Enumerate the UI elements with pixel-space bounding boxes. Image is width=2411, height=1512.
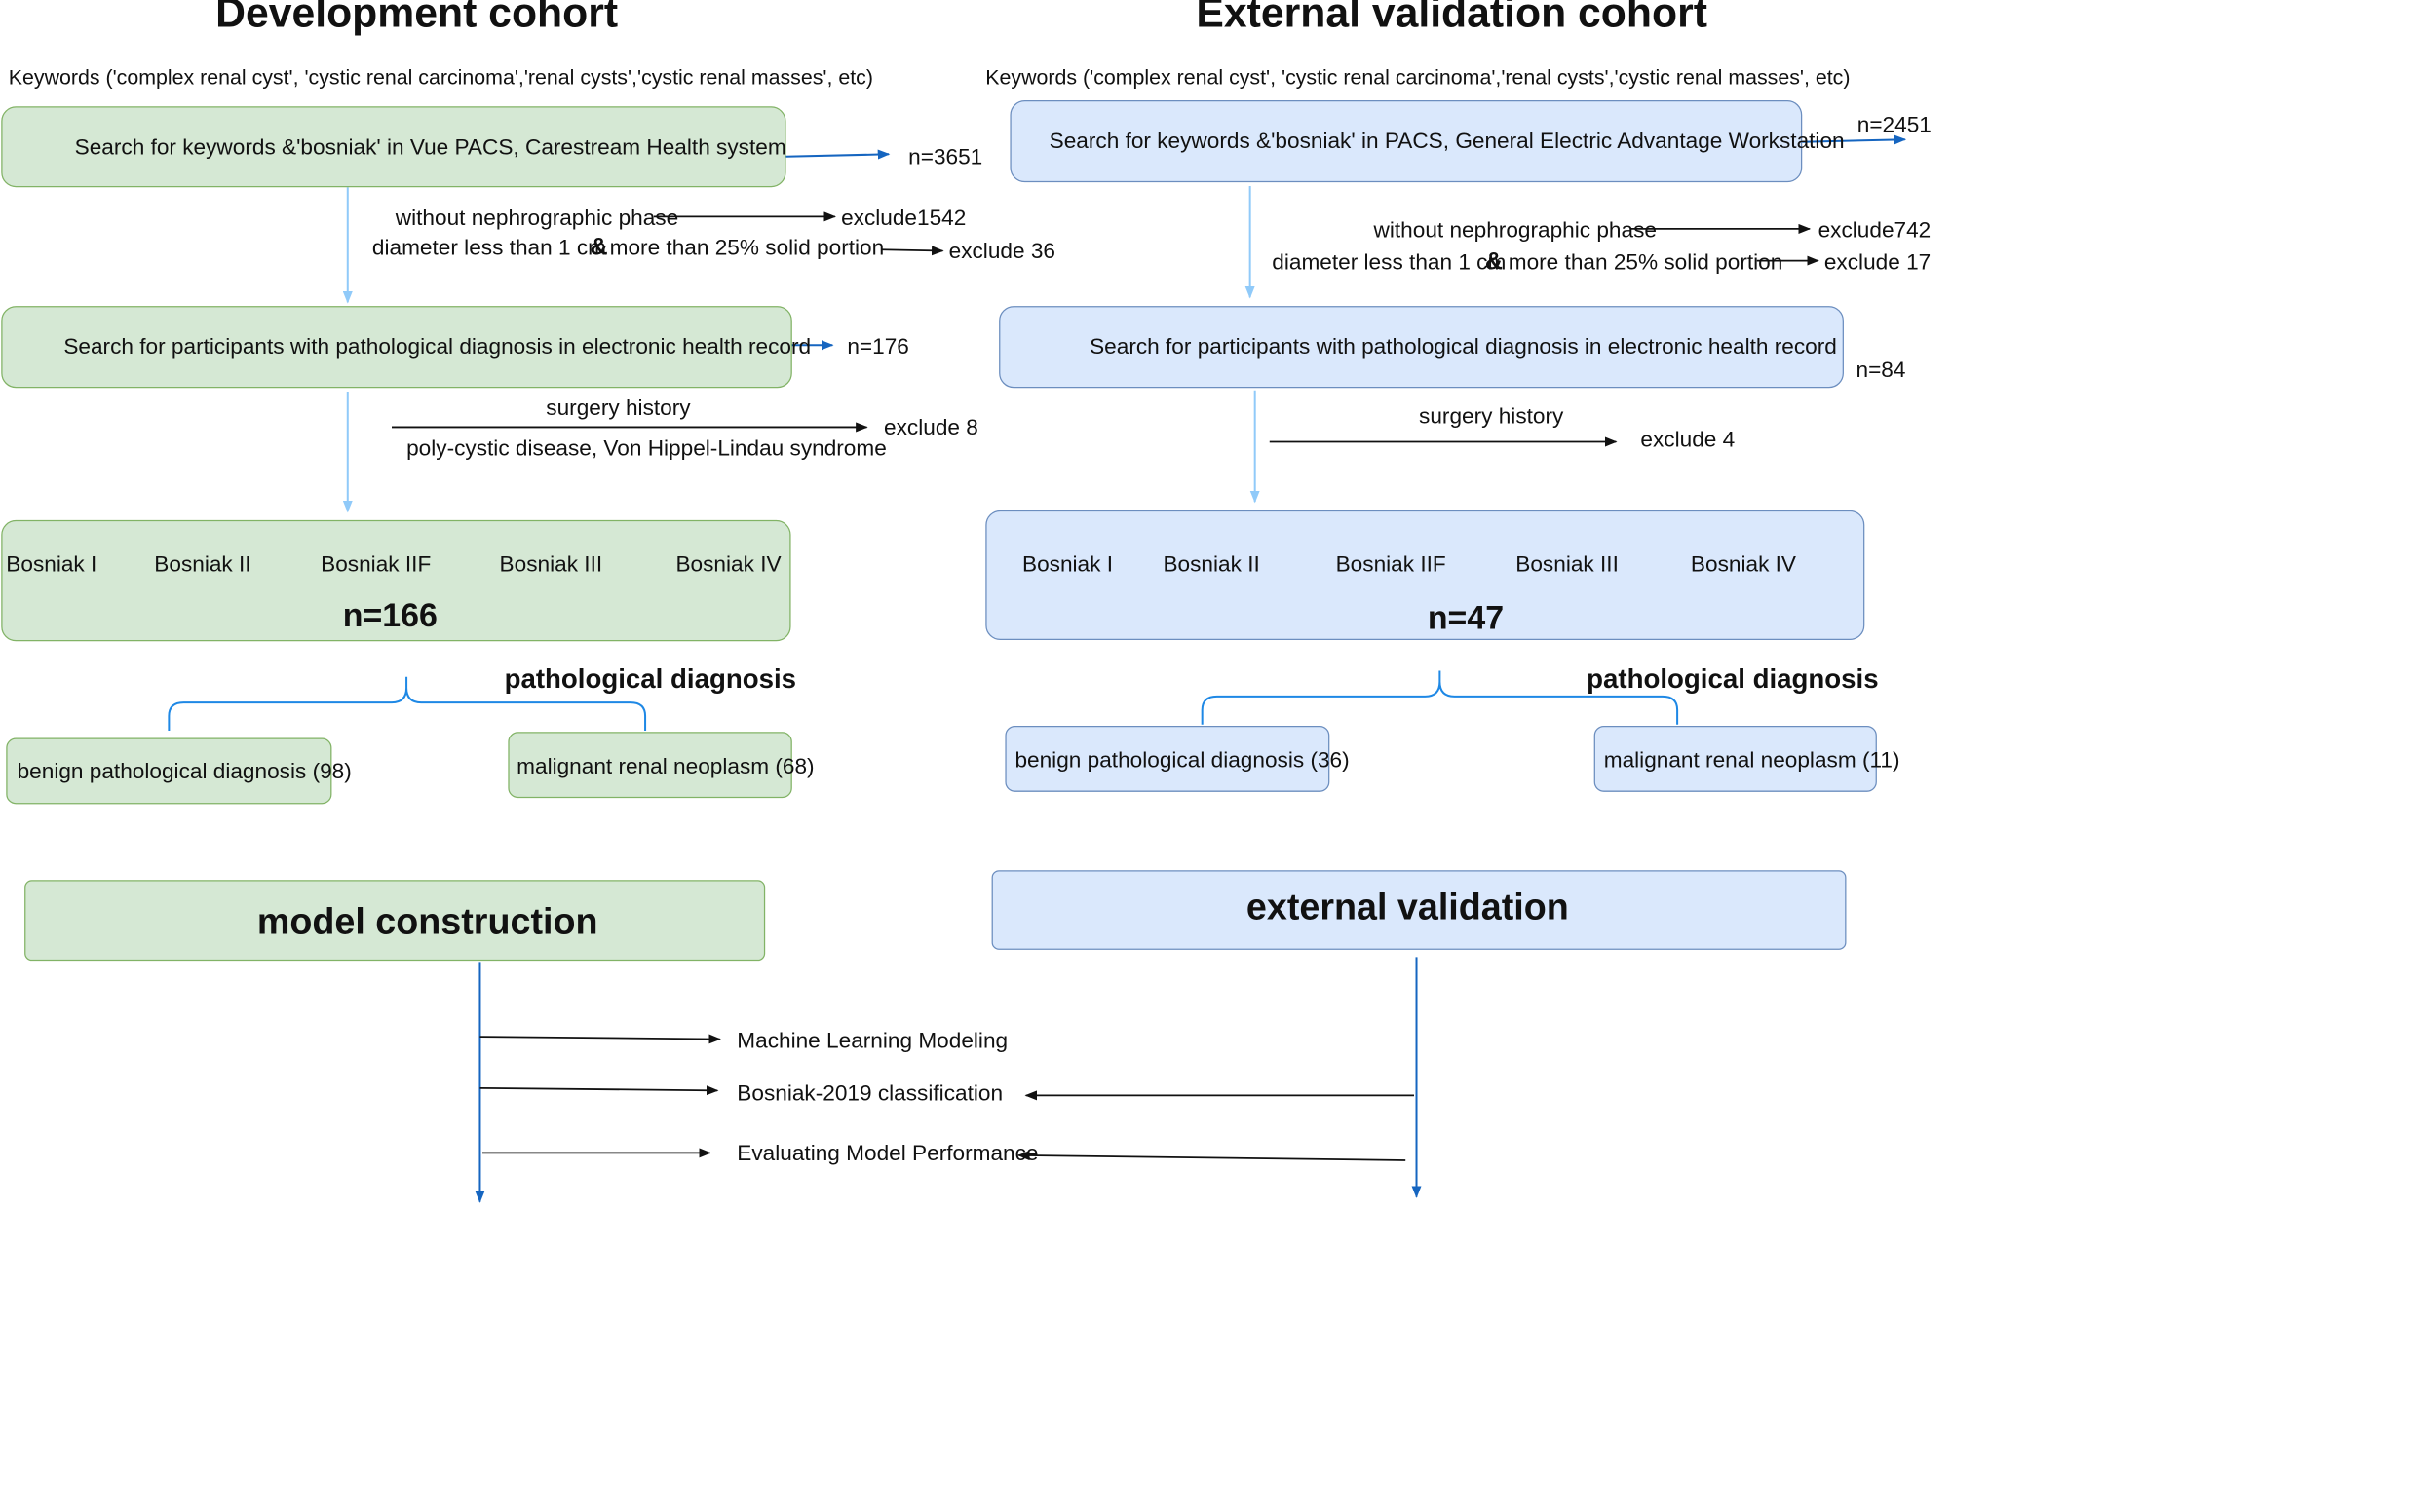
val-keywords: Keywords ('complex renal cyst', 'cystic …: [985, 65, 1851, 90]
dev-excl2-count: exclude 36: [948, 238, 1056, 264]
dev-diagnosis-bracket: [168, 676, 647, 731]
val-bosniak-2f: Bosniak IIF: [1335, 551, 1446, 577]
dev-patho-box-label: Search for participants with pathologica…: [63, 333, 812, 359]
val-bosniak-2: Bosniak II: [1163, 551, 1260, 577]
dev-bosniak-box: [1, 519, 791, 642]
val-excl2-count: exclude 17: [1823, 249, 1932, 275]
bosniak2019-dev-arrow: [479, 1085, 719, 1096]
val-patho-box-label: Search for participants with pathologica…: [1090, 333, 1837, 359]
ml-arrow: [479, 1034, 721, 1044]
val-excl3-count: exclude 4: [1640, 427, 1736, 452]
dev-excl3-label: surgery history: [546, 395, 691, 420]
dev-n-search: n=3651: [908, 144, 983, 170]
dev-heading: Development cohort: [215, 0, 619, 37]
dev-excl2-label-a: diameter less than 1 cm: [371, 235, 606, 260]
dev-patho-box: [1, 306, 792, 389]
val-n-final: n=47: [1427, 599, 1505, 637]
step-eval: Evaluating Model Performance: [737, 1140, 1039, 1165]
dev-model-label: model construction: [256, 901, 598, 943]
val-excl3-label: surgery history: [1419, 403, 1564, 429]
val-benign-box: [1005, 725, 1330, 792]
val-n-patho: n=84: [1856, 357, 1906, 382]
val-excl1-label: without nephrographic phase: [1373, 217, 1657, 243]
val-n-search-arrow: [1802, 134, 1907, 145]
connector-lines: [168, 134, 1907, 1203]
val-ampersand: &: [1484, 248, 1504, 276]
val-excl2-label-b: more than 25% solid portion: [1508, 249, 1783, 275]
dev-search-box: [1, 106, 786, 188]
val-excl2-label-a: diameter less than 1 cm: [1272, 249, 1507, 275]
dev-excl34-count: exclude 8: [884, 414, 978, 440]
val-diagnosis-bracket: [1201, 670, 1679, 725]
dev-bosniak-1: Bosniak I: [6, 551, 97, 577]
val-model-label: external validation: [1245, 887, 1569, 928]
val-excl1-count: exclude742: [1818, 217, 1932, 243]
dev-n-final: n=166: [342, 597, 438, 634]
val-malignant-box: [1593, 725, 1877, 792]
dev-malignant-box: [508, 732, 792, 799]
val-bosniak-4: Bosniak IV: [1690, 551, 1797, 577]
val-search-box: [1010, 100, 1803, 183]
dev-excl2-label-b: more than 25% solid portion: [609, 235, 885, 260]
val-patho-heading: pathological diagnosis: [1587, 662, 1879, 695]
val-patho-box: [999, 306, 1844, 389]
dev-search-box-label: Search for keywords &'bosniak' in Vue PA…: [74, 134, 786, 160]
dev-excl1-count: exclude1542: [841, 206, 967, 231]
step-bosniak2019: Bosniak-2019 classification: [737, 1080, 1004, 1106]
dev-model-box: [24, 880, 766, 962]
dev-bosniak-2: Bosniak II: [154, 551, 251, 577]
dev-benign-box: [6, 737, 332, 805]
dev-n-search-arrow: [785, 149, 891, 160]
dev-excl4-label: poly-cystic disease, Von Hippel-Lindau s…: [406, 435, 887, 461]
val-bosniak-box: [985, 510, 1865, 641]
dev-excl2-arrow: [881, 246, 944, 256]
val-bosniak-1: Bosniak I: [1021, 551, 1114, 577]
dev-ampersand: &: [590, 233, 608, 261]
dev-patho-heading: pathological diagnosis: [504, 662, 797, 695]
dev-bosniak-2f: Bosniak IIF: [321, 551, 432, 577]
dev-bosniak-3: Bosniak III: [499, 551, 603, 577]
eval-val-arrow: [1016, 1151, 1406, 1161]
dev-bosniak-4: Bosniak IV: [675, 551, 782, 577]
dev-benign-label: benign pathological diagnosis (98): [17, 758, 352, 784]
val-bosniak-3: Bosniak III: [1515, 551, 1619, 577]
val-search-box-label: Search for keywords &'bosniak' in PACS, …: [1049, 128, 1845, 154]
val-malignant-label: malignant renal neoplasm (11): [1603, 747, 1900, 773]
dev-malignant-label: malignant renal neoplasm (68): [517, 753, 815, 778]
dev-n-patho: n=176: [847, 333, 909, 359]
dev-excl1-label: without nephrographic phase: [395, 206, 679, 231]
val-benign-label: benign pathological diagnosis (36): [1014, 747, 1350, 773]
val-model-box: [991, 870, 1847, 950]
val-n-search: n=2451: [1856, 112, 1932, 137]
dev-keywords: Keywords ('complex renal cyst', 'cystic …: [8, 65, 873, 90]
val-heading: External validation cohort: [1196, 0, 1707, 37]
step-ml: Machine Learning Modeling: [737, 1028, 1009, 1053]
